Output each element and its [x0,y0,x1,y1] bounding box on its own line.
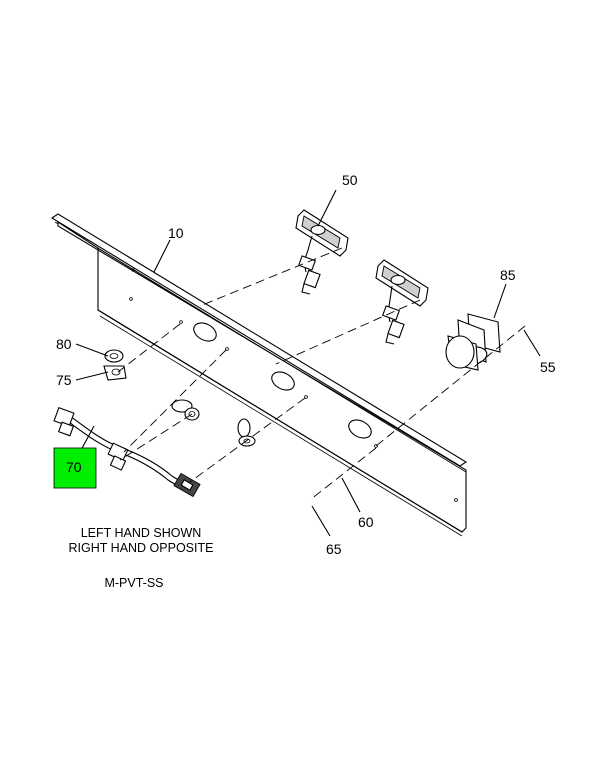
cylinder-sleeve[interactable] [445,313,501,371]
clip-grommet[interactable] [103,349,127,381]
wire-harness[interactable] [53,406,201,498]
callout-60[interactable]: 60 [358,514,374,530]
note-right-hand: RIGHT HAND OPPOSITE [69,541,214,555]
callout-75[interactable]: 75 [56,372,72,388]
callout-10[interactable]: 10 [168,225,184,241]
note-left-hand: LEFT HAND SHOWN [81,526,202,540]
leader-lines [75,189,541,537]
callout-55[interactable]: 55 [540,359,556,375]
grommet-right[interactable] [237,418,256,447]
marker-lamp-upper[interactable] [295,209,349,295]
assembly-lines [117,247,526,501]
grommet-left[interactable] [171,399,200,421]
callout-65[interactable]: 65 [326,541,342,557]
callout-70-highlight[interactable] [53,447,97,489]
main-panel[interactable] [50,213,468,537]
callout-85[interactable]: 85 [500,267,516,283]
marker-lamp-lower[interactable] [375,259,429,345]
callout-50[interactable]: 50 [342,172,358,188]
callout-80[interactable]: 80 [56,336,72,352]
callout-70[interactable]: 70 [66,459,82,475]
diagram-code: M-PVT-SS [104,576,163,590]
